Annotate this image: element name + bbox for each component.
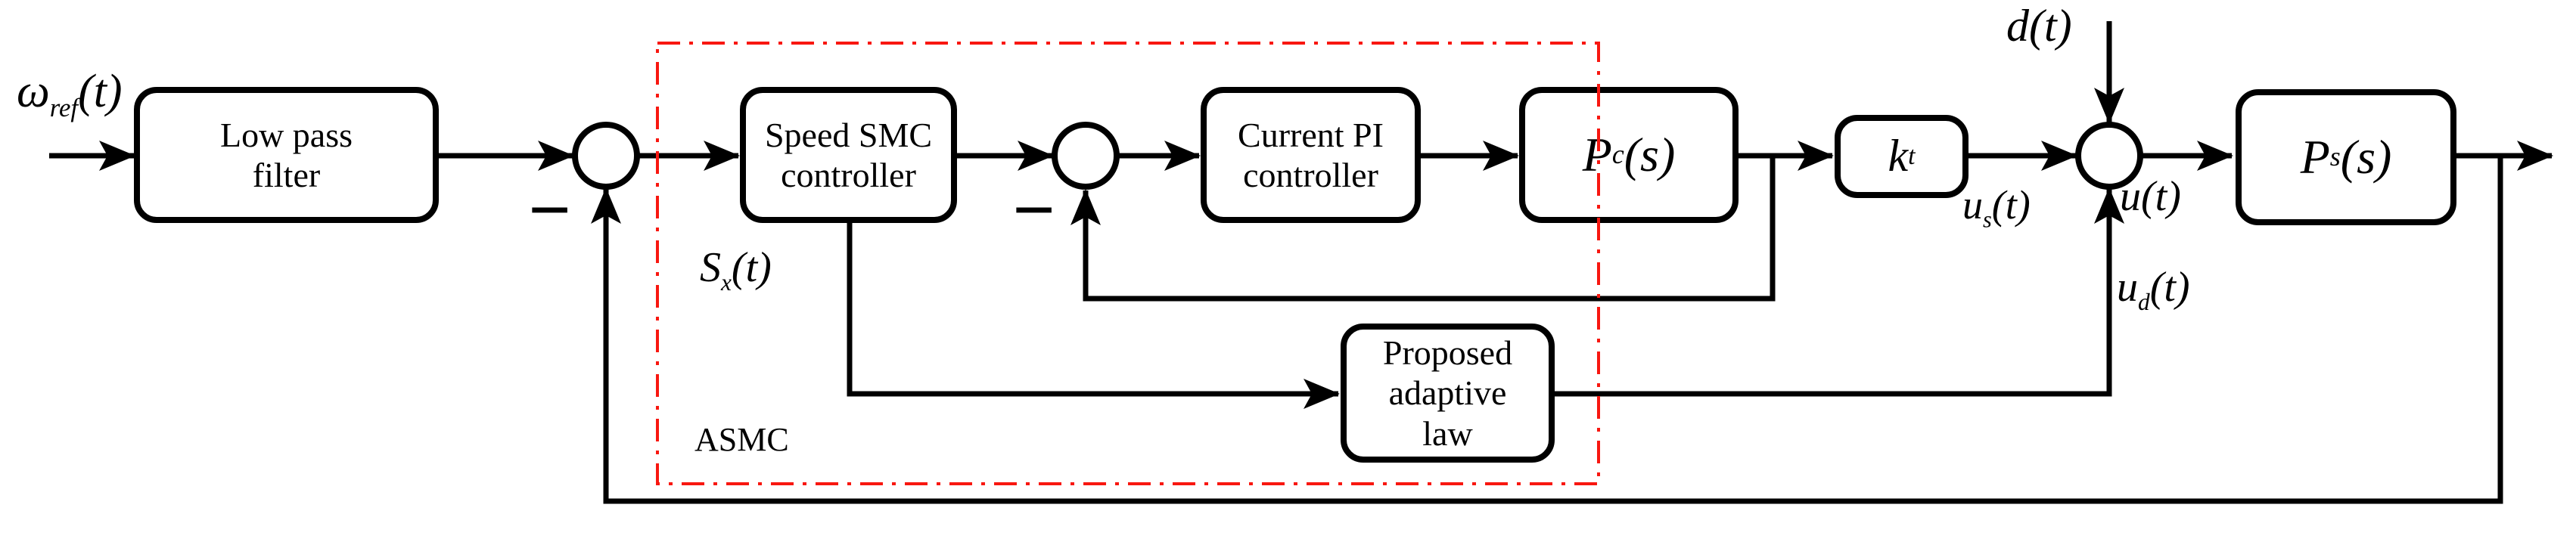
minus-speed-glyph: − bbox=[528, 168, 571, 252]
sx-base: S bbox=[700, 244, 721, 291]
sum-junction-control bbox=[2075, 122, 2143, 190]
wire-sliding-surface bbox=[847, 223, 1340, 409]
pc-base: P bbox=[1582, 127, 1612, 181]
omega-ref-base: ω bbox=[17, 66, 50, 117]
wire-outer-feedback bbox=[591, 156, 2503, 504]
block-current-pi-controller: Current PI controller bbox=[1201, 87, 1421, 223]
block-speed-smc-controller: Speed SMC controller bbox=[740, 87, 957, 223]
block-low-pass-filter: Low pass filter bbox=[134, 87, 439, 223]
wire-adaptive-output bbox=[1555, 187, 2124, 397]
us-argument: (t) bbox=[1991, 182, 2031, 228]
block-low-pass-filter-label: Low pass filter bbox=[219, 115, 353, 194]
ud-subscript: d bbox=[2138, 288, 2150, 315]
minus-sign-current-sum: − bbox=[1012, 172, 1055, 248]
label-u-total: u(t) bbox=[2120, 172, 2181, 221]
ud-argument: (t) bbox=[2149, 264, 2190, 311]
kt-base: k bbox=[1888, 131, 1909, 181]
minus-sign-speed-sum: − bbox=[528, 172, 571, 248]
sx-subscript: x bbox=[721, 268, 732, 296]
us-base: u bbox=[1962, 182, 1983, 228]
ps-base: P bbox=[2300, 129, 2330, 184]
pc-argument: (s) bbox=[1624, 127, 1676, 181]
sx-argument: (t) bbox=[731, 244, 772, 291]
kt-subscript: t bbox=[1908, 141, 1916, 170]
label-omega-ref: ωref(t) bbox=[17, 65, 123, 123]
sum-junction-current bbox=[1052, 122, 1120, 190]
minus-current-glyph: − bbox=[1012, 168, 1055, 252]
d-argument: (t) bbox=[2029, 1, 2072, 51]
d-base: d bbox=[2006, 1, 2029, 51]
ps-argument: (s) bbox=[2340, 129, 2392, 184]
ud-base: u bbox=[2117, 264, 2138, 311]
sum-junction-speed bbox=[572, 122, 640, 190]
label-sliding-surface: Sx(t) bbox=[700, 243, 772, 296]
block-current-pi-label: Current PI controller bbox=[1238, 115, 1384, 194]
asmc-text: ASMC bbox=[694, 421, 789, 458]
pc-subscript: c bbox=[1611, 139, 1624, 170]
block-speed-smc-label: Speed SMC controller bbox=[764, 115, 933, 194]
label-asmc-region: ASMC bbox=[694, 420, 789, 459]
label-u-adaptive: ud(t) bbox=[2117, 263, 2190, 316]
adaptive-law-label: Proposed adaptive law bbox=[1382, 333, 1513, 453]
omega-ref-argument: (t) bbox=[78, 66, 123, 117]
label-u-smc: us(t) bbox=[1962, 181, 2031, 233]
label-disturbance: d(t) bbox=[2006, 0, 2072, 52]
block-proposed-adaptive-law: Proposed adaptive law bbox=[1341, 324, 1555, 463]
u-argument: (t) bbox=[2141, 173, 2181, 220]
ps-subscript: s bbox=[2329, 141, 2341, 172]
us-subscript: s bbox=[1983, 206, 1992, 233]
omega-ref-subscript: ref bbox=[49, 93, 79, 123]
u-base: u bbox=[2120, 173, 2141, 220]
